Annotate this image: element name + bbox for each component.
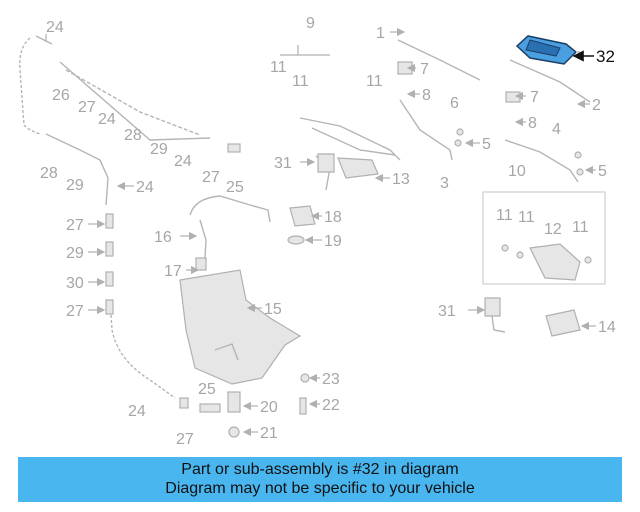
callout-13: 13 [392, 171, 410, 188]
callout-26: 26 [52, 87, 70, 104]
callout-11: 11 [366, 73, 383, 90]
callout-27: 27 [66, 303, 84, 320]
wiper-arm-right [504, 59, 591, 183]
callout-25: 25 [226, 179, 244, 196]
washer-reservoir [179, 195, 302, 438]
callout-2: 2 [592, 97, 601, 114]
callout-3: 3 [440, 175, 449, 192]
callout-27: 27 [202, 169, 220, 186]
callout-7: 7 [420, 61, 429, 78]
callout-30: 30 [66, 275, 84, 292]
callout-24: 24 [46, 19, 64, 36]
callout-23: 23 [322, 371, 340, 388]
callout-31: 31 [274, 155, 292, 172]
callout-1: 1 [376, 25, 385, 42]
leader-lines [45, 27, 596, 437]
misc-parts [287, 153, 581, 415]
callout-14: 14 [598, 319, 616, 336]
callout-19: 19 [324, 233, 342, 250]
callout-labels: 24 26 27 24 28 29 24 27 25 28 29 24 27 2… [40, 15, 616, 448]
callout-27: 27 [176, 431, 194, 448]
callout-21: 21 [260, 425, 278, 442]
washer-hose-left [19, 35, 241, 409]
callout-28: 28 [124, 127, 142, 144]
callout-20: 20 [260, 399, 278, 416]
callout-12: 12 [544, 221, 562, 238]
callout-6: 6 [450, 95, 459, 112]
callout-31: 31 [438, 303, 456, 320]
callout-24: 24 [98, 111, 116, 128]
callout-29: 29 [66, 177, 84, 194]
callout-11: 11 [572, 219, 589, 236]
callout-18: 18 [324, 209, 342, 226]
callout-7: 7 [530, 89, 539, 106]
callout-8: 8 [422, 87, 431, 104]
callout-8: 8 [528, 115, 537, 132]
info-banner: Part or sub-assembly is #32 in diagram D… [18, 457, 622, 502]
callout-11: 11 [518, 209, 535, 226]
callout-25: 25 [198, 381, 216, 398]
callout-5: 5 [482, 136, 491, 153]
callout-4: 4 [552, 121, 561, 138]
callout-27: 27 [78, 99, 96, 116]
callout-27: 27 [66, 217, 84, 234]
part-32-highlight[interactable] [515, 35, 578, 65]
callout-17: 17 [164, 263, 182, 280]
callout-11: 11 [270, 59, 287, 76]
callout-29: 29 [150, 141, 168, 158]
callout-24: 24 [174, 153, 192, 170]
callout-15: 15 [264, 301, 282, 318]
banner-line-1: Part or sub-assembly is #32 in diagram [181, 461, 459, 478]
wiper-motor-box [482, 191, 606, 285]
callout-24: 24 [128, 403, 146, 420]
callout-11: 11 [292, 73, 309, 90]
callout-24: 24 [136, 179, 154, 196]
callout-10: 10 [508, 163, 526, 180]
callout-11: 11 [496, 207, 513, 224]
callout-28: 28 [40, 165, 58, 182]
callout-29: 29 [66, 245, 84, 262]
callout-9: 9 [306, 15, 315, 32]
callout-22: 22 [322, 397, 340, 414]
callout-5: 5 [598, 163, 607, 180]
callout-16: 16 [154, 229, 172, 246]
banner-line-2: Diagram may not be specific to your vehi… [165, 480, 475, 497]
callout-32: 32 [596, 47, 615, 66]
